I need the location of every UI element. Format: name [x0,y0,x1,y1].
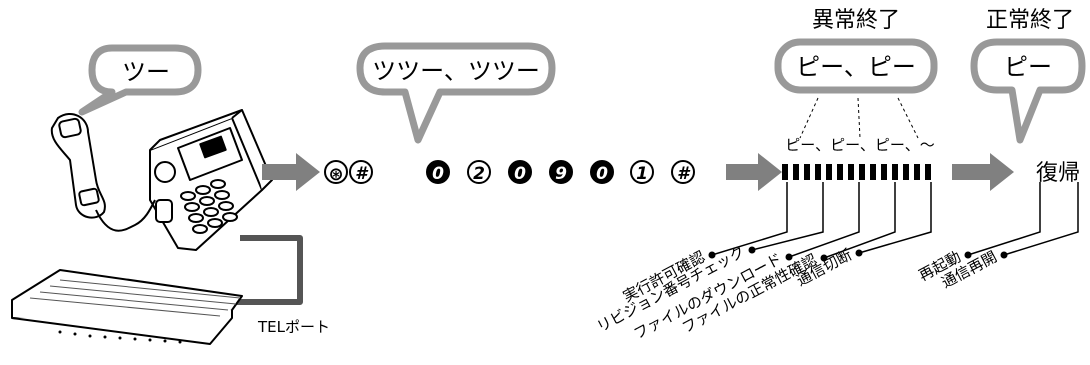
bubble-dial-tone: ツー [78,44,202,116]
code-hash: # [671,160,695,184]
error-bubble-pointers [799,97,919,139]
code-asterisk: ⊛ [324,160,348,185]
code-digit: 1 [630,160,654,184]
code-digit: 2 [467,160,491,184]
svg-text:2: 2 [473,164,485,184]
bubble-ok-beep: ピー [970,38,1086,144]
svg-text:0: 0 [514,164,526,184]
beeps-label: ピー、ピー、ピー、～ [785,136,935,154]
svg-text:#: # [355,164,369,184]
result-label: 復帰 [1036,161,1080,186]
process-step-dots [708,246,1008,262]
svg-text:#: # [677,164,691,184]
bubble-error-beep-text: ピー、ピー [796,53,916,81]
result-steps: 再起動 通信再開 [916,248,1000,292]
header-abnormal-end: 異常終了 [812,8,900,33]
flow-arrows [262,153,1014,191]
dial-prefix-codes: ⊛ # [324,160,373,185]
svg-text:0: 0 [432,164,444,184]
svg-text:⊛: ⊛ [328,164,343,185]
process-step-leaders [711,182,1079,259]
svg-text:1: 1 [636,164,648,184]
header-normal-end: 正常終了 [986,8,1074,33]
code-hash: # [349,160,373,184]
code-digit: 0 [590,160,614,184]
arrow-2 [726,153,782,191]
arrow-3 [952,153,1014,191]
dial-number-codes: 0 2 0 9 0 1 # [426,160,695,184]
tel-cable [232,235,303,305]
svg-text:9: 9 [555,164,567,184]
arrow-1 [262,153,320,191]
bubble-dial-pulse-text: ツツー、ツツー [372,57,540,85]
bubble-dial-pulse: ツツー、ツツー [356,42,556,144]
svg-text:0: 0 [596,164,608,184]
code-digit: 9 [549,160,573,184]
bubble-error-beep: ピー、ピー [774,38,938,94]
code-digit: 0 [508,160,532,184]
telephone-icon [50,109,273,251]
code-digit: 0 [426,160,450,184]
bubble-ok-beep-text: ピー [1004,53,1052,81]
bubble-dial-tone-text: ツー [122,58,170,86]
router-icon [11,269,243,345]
tel-port-label: TELポート [257,318,330,336]
progress-ticks [782,164,931,180]
process-steps: 実行許可確認 リビジョン番号チェック ファイルのダウンロード ファイルの正常性確… [594,243,855,343]
